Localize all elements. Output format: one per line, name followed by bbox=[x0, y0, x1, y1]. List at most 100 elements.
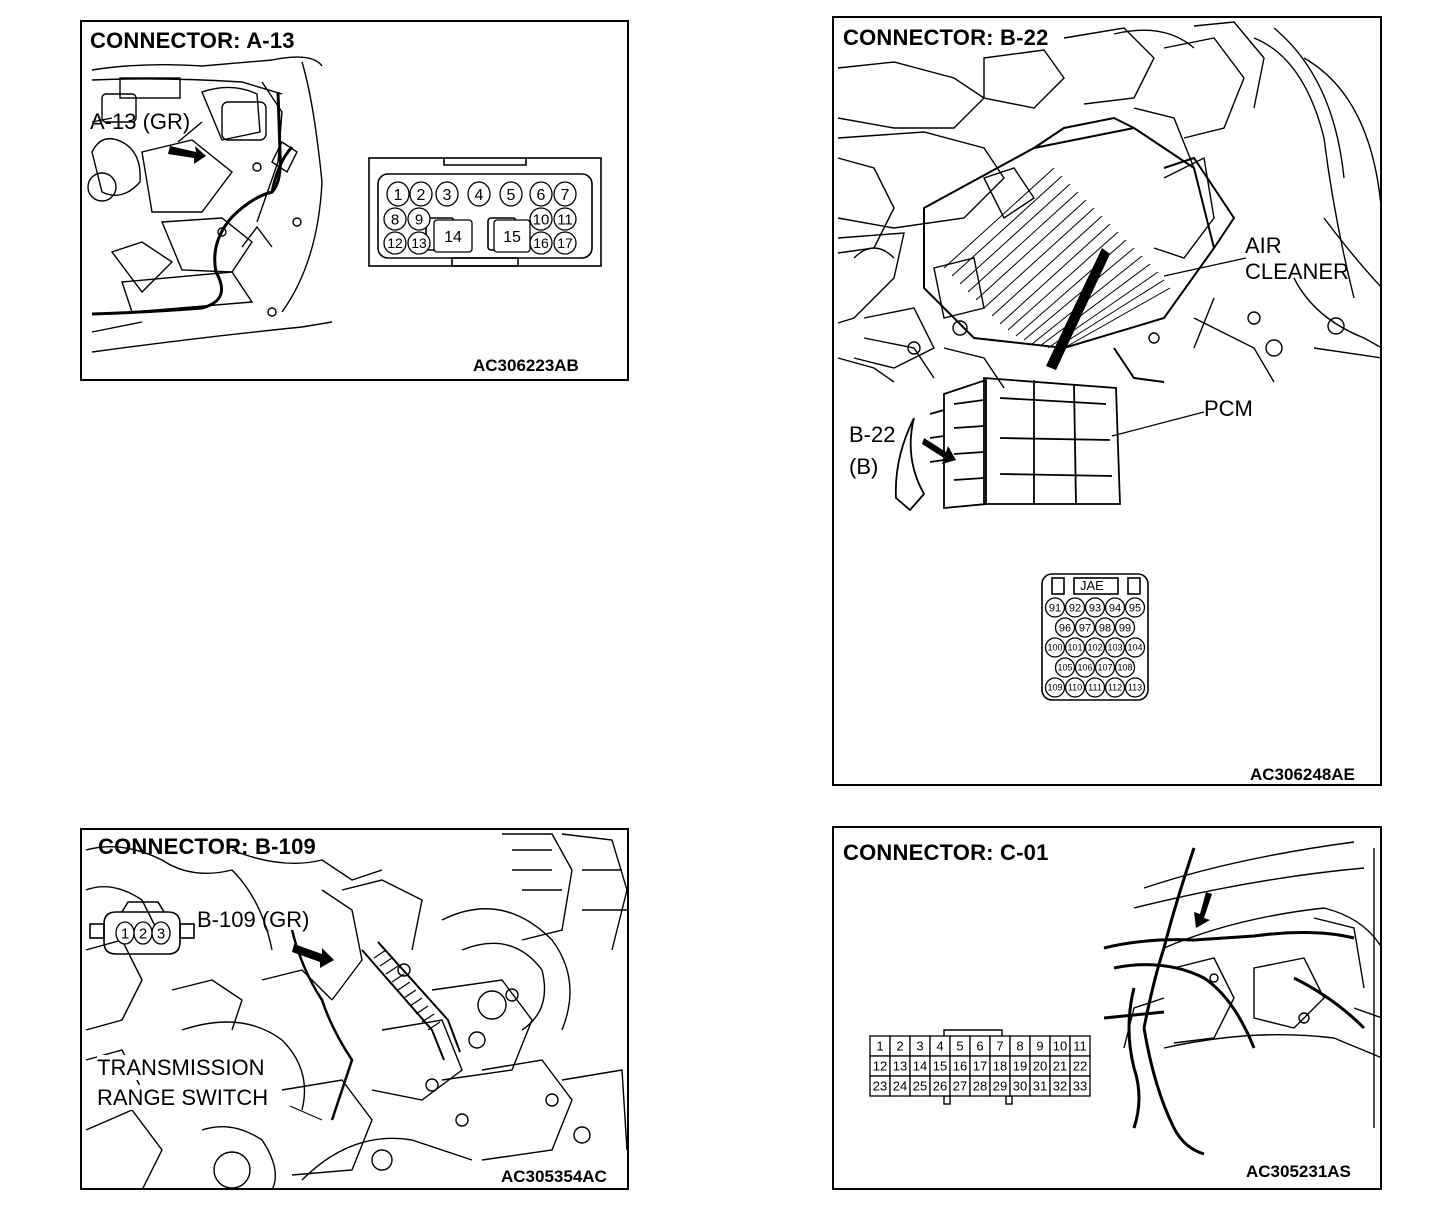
pin-number: 15 bbox=[503, 229, 521, 246]
pin-number: 112 bbox=[1108, 683, 1122, 693]
pin-number: 109 bbox=[1047, 683, 1062, 693]
b22-title: CONNECTOR: B-22 bbox=[843, 25, 1049, 50]
pin-number: 32 bbox=[1053, 1079, 1067, 1094]
b22-figure-code: AC306248AE bbox=[1250, 765, 1355, 784]
b22-connector-face bbox=[1041, 573, 1149, 701]
connector-pin: 6 bbox=[969, 1035, 991, 1057]
pin-number: 27 bbox=[953, 1079, 967, 1094]
connector-pin: 106 bbox=[1074, 657, 1096, 678]
connector-pin: 10 bbox=[1049, 1035, 1071, 1057]
connector-pin: 26 bbox=[929, 1075, 951, 1097]
pin-number: 91 bbox=[1049, 602, 1061, 614]
pin-number: 6 bbox=[537, 187, 546, 204]
pin-number: 20 bbox=[1033, 1059, 1047, 1074]
c01-figure-code: AC305231AS bbox=[1246, 1162, 1351, 1181]
b109-connector-label: B-109 (GR) bbox=[197, 907, 310, 932]
connector-pin: 101 bbox=[1064, 637, 1086, 658]
connector-pin: 18 bbox=[989, 1055, 1011, 1077]
connector-pin: 13 bbox=[889, 1055, 911, 1077]
connector-pin: 105 bbox=[1054, 657, 1076, 678]
pin-number: 14 bbox=[913, 1059, 927, 1074]
connector-pin: 14 bbox=[909, 1055, 931, 1077]
pin-number: 107 bbox=[1097, 663, 1112, 673]
connector-pin: 19 bbox=[1009, 1055, 1031, 1077]
connector-pin: 32 bbox=[1049, 1075, 1071, 1097]
pin-number: 19 bbox=[1013, 1059, 1027, 1074]
pin-number: 94 bbox=[1109, 602, 1121, 614]
a13-title: CONNECTOR: A-13 bbox=[90, 28, 295, 53]
connector-pin: 21 bbox=[1049, 1055, 1071, 1077]
b22-air-cleaner-ribs bbox=[943, 167, 1171, 349]
connector-pin: 20 bbox=[1029, 1055, 1051, 1077]
pin-number: 16 bbox=[533, 235, 549, 251]
connector-pin: 107 bbox=[1094, 657, 1116, 678]
b109-title: CONNECTOR: B-109 bbox=[98, 834, 316, 859]
b22-pointer-arrow bbox=[922, 438, 956, 464]
connector-pin: 95 bbox=[1124, 597, 1146, 618]
b22-color-label: (B) bbox=[849, 454, 879, 479]
connector-pin: 9 bbox=[1029, 1035, 1051, 1057]
connector-pin: 15 bbox=[493, 219, 531, 253]
pin-number: 23 bbox=[873, 1079, 887, 1094]
connector-pin: 108 bbox=[1114, 657, 1136, 678]
connector-pin: 2 bbox=[409, 181, 433, 207]
pin-number: 1 bbox=[876, 1039, 883, 1054]
b109-connector-face bbox=[89, 901, 195, 955]
connector-pin: 102 bbox=[1084, 637, 1106, 658]
connector-pin: 8 bbox=[383, 207, 407, 231]
pin-number: 4 bbox=[475, 187, 484, 204]
connector-pin: 11 bbox=[553, 207, 577, 231]
pin-number: 25 bbox=[913, 1079, 927, 1094]
connector-pin: 23 bbox=[869, 1075, 891, 1097]
b109-pointer-arrow bbox=[292, 944, 334, 968]
connector-pin: 100 bbox=[1044, 637, 1066, 658]
pin-number: 5 bbox=[507, 187, 516, 204]
b109-switch-label-line2: RANGE SWITCH bbox=[97, 1085, 269, 1111]
pin-number: 6 bbox=[976, 1039, 983, 1054]
pin-number: 110 bbox=[1068, 683, 1082, 693]
pin-number: 17 bbox=[973, 1059, 987, 1074]
pin-number: 103 bbox=[1107, 643, 1122, 653]
connector-pin: 3 bbox=[151, 921, 171, 945]
b109-switch-label-line1: TRANSMISSION bbox=[97, 1055, 265, 1081]
pin-number: 2 bbox=[896, 1039, 903, 1054]
pin-number: 106 bbox=[1077, 663, 1092, 673]
connector-pin: 2 bbox=[889, 1035, 911, 1057]
b22-cleaner-label: CLEANER bbox=[1245, 259, 1349, 284]
connector-pin: 17 bbox=[553, 231, 577, 255]
connector-pin: 109 bbox=[1044, 677, 1066, 698]
pin-number: 11 bbox=[1073, 1039, 1087, 1054]
pin-number: 12 bbox=[873, 1059, 887, 1074]
connector-pin: 97 bbox=[1074, 617, 1096, 638]
pin-number: 12 bbox=[387, 235, 403, 251]
pin-number: 96 bbox=[1059, 622, 1071, 634]
pin-number: 2 bbox=[139, 925, 147, 942]
pin-number: 28 bbox=[973, 1079, 987, 1094]
connector-pin: 10 bbox=[529, 207, 553, 231]
connector-pin: 8 bbox=[1009, 1035, 1031, 1057]
pin-number: 3 bbox=[157, 925, 165, 942]
pin-number: 31 bbox=[1033, 1079, 1047, 1094]
pin-number: 33 bbox=[1073, 1079, 1087, 1094]
pin-number: 93 bbox=[1089, 602, 1101, 614]
connector-pin: 30 bbox=[1009, 1075, 1031, 1097]
pin-number: 8 bbox=[391, 211, 399, 228]
pin-number: 92 bbox=[1069, 602, 1081, 614]
b22-air-cleaner-illustration bbox=[923, 116, 1236, 383]
pin-number: 104 bbox=[1127, 643, 1142, 653]
connector-pin: 24 bbox=[889, 1075, 911, 1097]
pin-number: 21 bbox=[1053, 1059, 1067, 1074]
pin-number: 113 bbox=[1128, 683, 1142, 693]
connector-pin: 3 bbox=[435, 181, 459, 207]
pin-number: 16 bbox=[953, 1059, 967, 1074]
connector-pin: 9 bbox=[407, 207, 431, 231]
pin-number: 2 bbox=[417, 187, 426, 204]
connector-pin: 12 bbox=[869, 1055, 891, 1077]
pin-number: 101 bbox=[1067, 643, 1082, 653]
a13-connector-label: A-13 (GR) bbox=[90, 109, 191, 134]
connector-pin: 96 bbox=[1054, 617, 1076, 638]
